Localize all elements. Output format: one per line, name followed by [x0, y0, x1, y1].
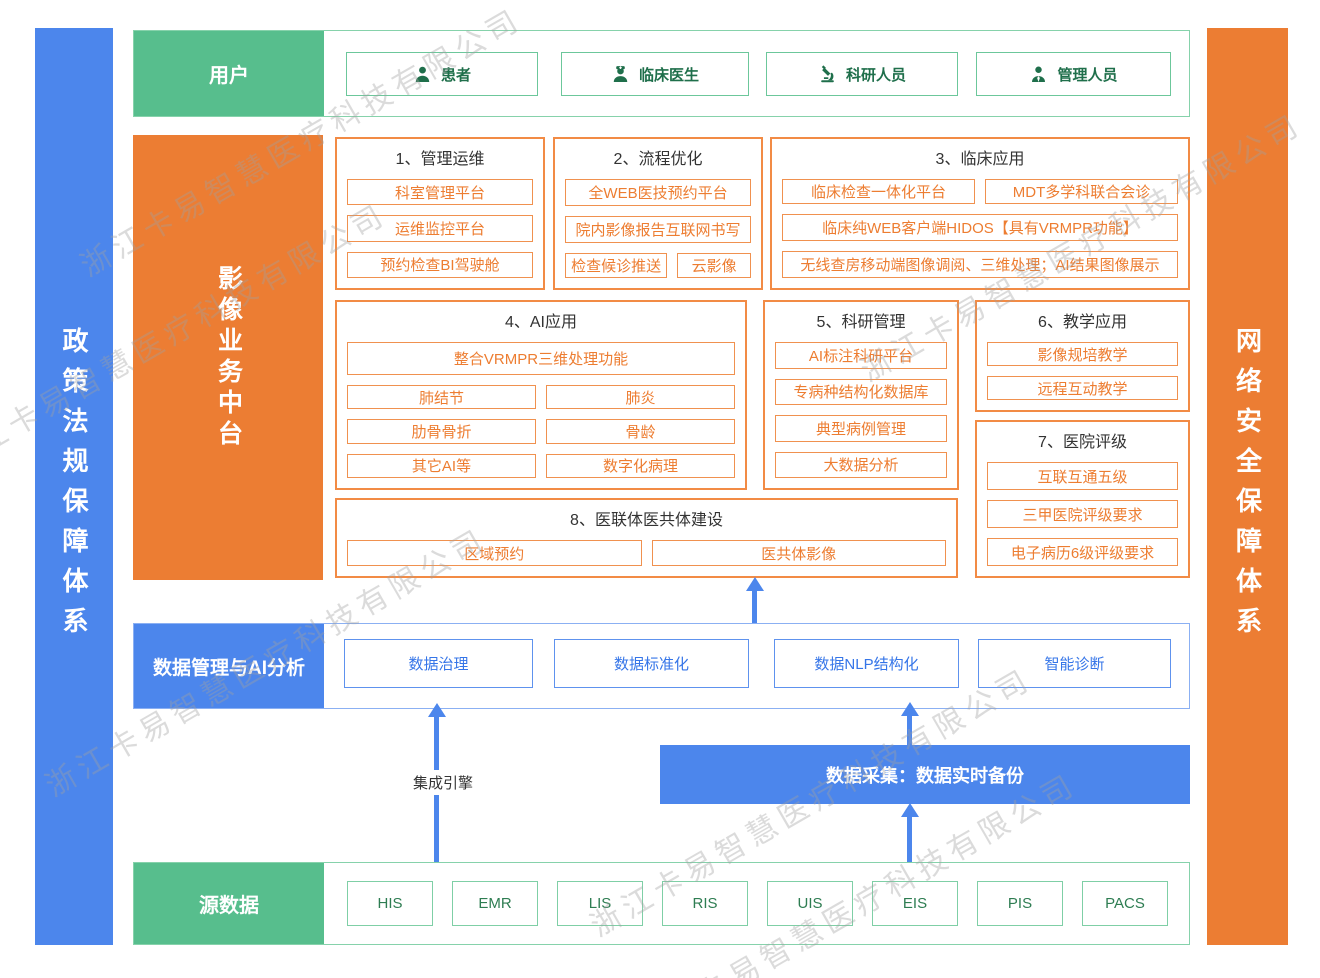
- platform-item: 云影像: [677, 253, 751, 278]
- platform-item: 科室管理平台: [347, 179, 533, 206]
- arrow-up-from-banner: [901, 702, 919, 716]
- policy-regulation-bar: 政策法规保障体系: [35, 28, 113, 945]
- source-data-row: 源数据 HIS EMR LIS RIS UIS EIS PIS PACS: [133, 862, 1190, 945]
- microscope-icon: [818, 64, 837, 84]
- dm-item-data-standardization: 数据标准化: [554, 639, 749, 688]
- user-manager: 管理人员: [976, 52, 1171, 96]
- section-title: 4、AI应用: [504, 314, 578, 331]
- dm-item-intelligent-diagnosis: 智能诊断: [978, 639, 1171, 688]
- source-lis: LIS: [557, 881, 643, 926]
- arrow-shaft: [752, 590, 757, 623]
- arrow-up-to-banner: [901, 803, 919, 817]
- platform-item: 肺炎: [546, 385, 735, 410]
- user-clinician: 临床医生: [561, 52, 749, 96]
- data-management-row: 数据管理与AI分析 数据治理 数据标准化 数据NLP结构化 智能诊断: [133, 623, 1190, 709]
- section-ai-applications: 4、AI应用 整合VRMPR三维处理功能 肺结节 肺炎 肋骨骨折 骨龄 其它AI…: [335, 300, 747, 490]
- section-title: 2、流程优化: [613, 151, 703, 168]
- section-medical-consortium: 8、医联体医共体建设 区域预约 医共体影像: [335, 498, 958, 578]
- platform-item: 临床检查一体化平台: [782, 179, 975, 204]
- arrow-up-integration: [428, 703, 446, 717]
- source-pis: PIS: [977, 881, 1063, 926]
- platform-item: 大数据分析: [775, 451, 947, 478]
- platform-item: 区域预约: [347, 540, 642, 566]
- integration-engine-label: 集成引擎: [400, 770, 486, 795]
- section-management-ops: 1、管理运维 科室管理平台 运维监控平台 预约检查BI驾驶舱: [335, 137, 545, 290]
- platform-item: 无线查房移动端图像调阅、三维处理；AI结果图像展示: [782, 251, 1178, 278]
- platform-item: 预约检查BI驾驶舱: [347, 251, 533, 278]
- section-title: 8、医联体医共体建设: [570, 512, 723, 529]
- user-patient: 患者: [346, 52, 538, 96]
- section-hospital-rating: 7、医院评级 互联互通五级 三甲医院评级要求 电子病历6级评级要求: [975, 420, 1190, 578]
- platform-item: 影像规培教学: [987, 342, 1178, 366]
- manager-icon: [1029, 65, 1048, 84]
- platform-item: 医共体影像: [651, 540, 946, 566]
- imaging-platform-label-text: 影像业务中台: [214, 264, 243, 451]
- platform-item: 运维监控平台: [347, 215, 533, 242]
- user-researcher: 科研人员: [766, 52, 958, 96]
- platform-item: 院内影像报告互联网书写: [565, 216, 751, 243]
- imaging-platform: 影像业务中台 1、管理运维 科室管理平台 运维监控平台 预约检查BI驾驶舱 2、…: [133, 135, 1190, 580]
- network-security-label: 网络安全保障体系: [1232, 326, 1263, 647]
- arrow-up-to-platform: [746, 577, 764, 591]
- dm-item-data-governance: 数据治理: [344, 639, 533, 688]
- imaging-platform-label: 影像业务中台: [133, 135, 323, 580]
- source-data-label: 源数据: [134, 863, 324, 944]
- data-management-label: 数据管理与AI分析: [134, 624, 324, 708]
- data-collection-banner: 数据采集：数据实时备份: [660, 745, 1190, 804]
- section-teaching-applications: 6、教学应用 影像规培教学 远程互动教学: [975, 300, 1190, 412]
- users-row-label: 用户: [134, 31, 324, 116]
- platform-item: 临床纯WEB客户端HIDOS【具有VRMPR功能】: [782, 214, 1178, 241]
- platform-item: 数字化病理: [546, 453, 735, 478]
- source-his: HIS: [347, 881, 433, 926]
- data-management-label-text: 数据管理与AI分析: [152, 657, 305, 679]
- doctor-icon: [611, 65, 630, 84]
- source-data-label-text: 源数据: [199, 895, 259, 917]
- platform-item: 电子病历6级评级要求: [987, 538, 1178, 566]
- section-title: 3、临床应用: [935, 151, 1025, 168]
- platform-item: 骨龄: [546, 419, 735, 444]
- users-row: 用户 患者 临床医生 科研人员 管理人员: [133, 30, 1190, 117]
- policy-regulation-label: 政策法规保障体系: [59, 326, 89, 647]
- section-title: 7、医院评级: [1038, 434, 1127, 451]
- source-systems: HIS EMR LIS RIS UIS EIS PIS PACS: [324, 863, 1191, 944]
- users-row-label-text: 用户: [209, 65, 249, 87]
- section-title: 5、科研管理: [816, 314, 906, 331]
- network-security-bar: 网络安全保障体系: [1207, 28, 1288, 945]
- source-uis: UIS: [767, 881, 853, 926]
- platform-item: 检查候诊推送: [565, 253, 668, 278]
- section-clinical-applications: 3、临床应用 临床检查一体化平台 MDT多学科联合会诊 临床纯WEB客户端HID…: [770, 137, 1190, 290]
- arrow-shaft: [907, 816, 912, 862]
- platform-item: 三甲医院评级要求: [987, 500, 1178, 528]
- platform-item: 全WEB医技预约平台: [565, 179, 751, 206]
- patient-icon: [413, 65, 432, 84]
- section-title: 1、管理运维: [395, 151, 485, 168]
- source-eis: EIS: [872, 881, 958, 926]
- platform-item: 典型病例管理: [775, 415, 947, 442]
- platform-item: MDT多学科联合会诊: [985, 179, 1178, 204]
- platform-item: 远程互动教学: [987, 376, 1178, 400]
- platform-item: 整合VRMPR三维处理功能: [347, 342, 735, 375]
- platform-item: 其它AI等: [347, 453, 536, 478]
- user-manager-label: 管理人员: [1057, 66, 1118, 84]
- section-title: 6、教学应用: [1038, 314, 1127, 331]
- user-researcher-label: 科研人员: [845, 66, 906, 84]
- platform-item: 肋骨骨折: [347, 419, 536, 444]
- user-clinician-label: 临床医生: [638, 66, 699, 84]
- section-process-optimization: 2、流程优化 全WEB医技预约平台 院内影像报告互联网书写 检查候诊推送 云影像: [553, 137, 763, 290]
- platform-item: AI标注科研平台: [775, 342, 947, 369]
- user-patient-label: 患者: [440, 66, 471, 84]
- platform-item: 肺结节: [347, 385, 536, 410]
- arrow-shaft: [907, 715, 912, 745]
- platform-item: 互联互通五级: [987, 462, 1178, 490]
- dm-item-nlp-structuring: 数据NLP结构化: [774, 639, 959, 688]
- source-emr: EMR: [452, 881, 538, 926]
- platform-item: 专病种结构化数据库: [775, 378, 947, 405]
- source-ris: RIS: [662, 881, 748, 926]
- source-pacs: PACS: [1082, 881, 1168, 926]
- section-research-management: 5、科研管理 AI标注科研平台 专病种结构化数据库 典型病例管理 大数据分析: [763, 300, 959, 490]
